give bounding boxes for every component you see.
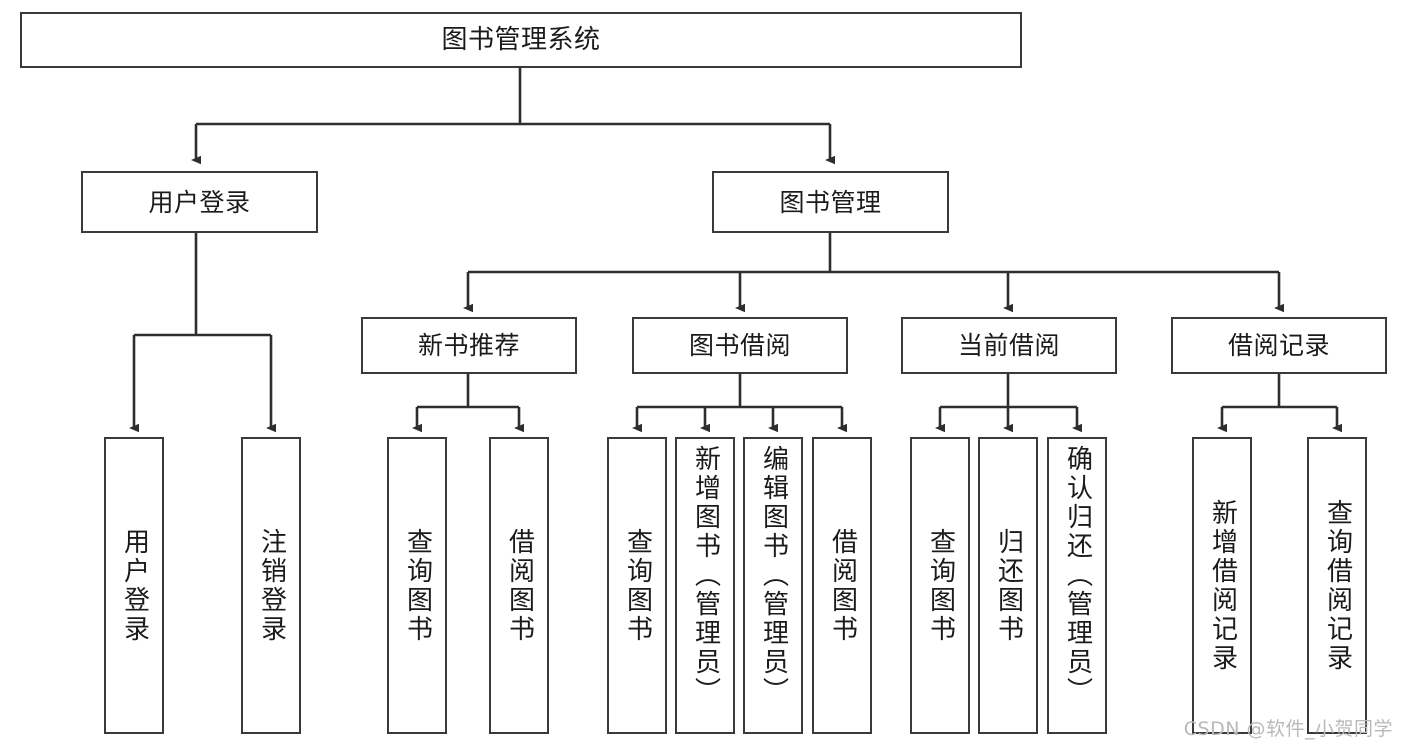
leaf-current-borrow-query[interactable]: 查询图书 [910,437,970,734]
leaf-book-borrow-edit[interactable]: 编辑图书（管理员） [743,437,803,734]
node-label: 图书管理 [779,187,882,217]
node-label: 查询图书 [622,527,653,644]
leaf-user-login-signout[interactable]: 注销登录 [241,437,301,734]
node-label: 查询借阅记录 [1322,498,1353,673]
node-user-login[interactable]: 用户登录 [81,171,318,233]
watermark: CSDN @软件_小贺同学 [1183,718,1393,740]
leaf-book-borrow-query[interactable]: 查询图书 [607,437,667,734]
node-label: 当前借阅 [957,331,1060,360]
node-label: 编辑图书（管理员） [758,445,789,706]
node-borrow-record[interactable]: 借阅记录 [1171,317,1387,374]
leaf-user-login-signin[interactable]: 用户登录 [104,437,164,734]
node-root-system[interactable]: 图书管理系统 [20,12,1022,68]
node-current-borrow[interactable]: 当前借阅 [901,317,1117,374]
leaf-borrow-record-add[interactable]: 新增借阅记录 [1192,437,1252,734]
node-label: 借阅图书 [827,527,858,644]
node-label: 用户登录 [148,187,251,217]
node-label: 借阅图书 [504,527,535,644]
leaf-borrow-record-query[interactable]: 查询借阅记录 [1307,437,1367,734]
node-book-management[interactable]: 图书管理 [712,171,949,233]
node-label: 图书管理系统 [441,25,601,55]
leaf-new-book-borrow[interactable]: 借阅图书 [489,437,549,734]
node-label: 新书推荐 [417,331,520,360]
leaf-book-borrow-add[interactable]: 新增图书（管理员） [675,437,735,734]
node-label: 借阅记录 [1227,331,1330,360]
leaf-new-book-query[interactable]: 查询图书 [387,437,447,734]
node-label: 新增借阅记录 [1207,498,1238,673]
node-new-book-recommend[interactable]: 新书推荐 [361,317,577,374]
node-label: 确认归还（管理员） [1062,445,1093,706]
node-book-borrow[interactable]: 图书借阅 [632,317,848,374]
node-label: 查询图书 [402,527,433,644]
leaf-current-borrow-confirm-return[interactable]: 确认归还（管理员） [1047,437,1107,734]
leaf-current-borrow-return[interactable]: 归还图书 [978,437,1038,734]
node-label: 查询图书 [925,527,956,644]
leaf-book-borrow-borrow[interactable]: 借阅图书 [812,437,872,734]
node-label: 图书借阅 [688,331,791,360]
node-label: 归还图书 [993,527,1024,644]
node-label: 注销登录 [256,527,287,644]
node-label: 用户登录 [119,527,150,644]
node-label: 新增图书（管理员） [690,445,721,706]
